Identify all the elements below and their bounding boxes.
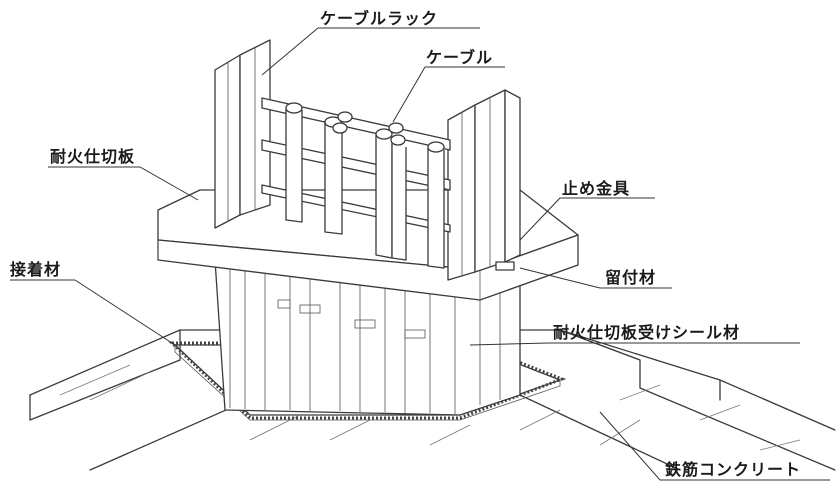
cable-rack-right (447, 89, 521, 281)
lower-rack-body (214, 259, 521, 416)
label-rc-concrete: 鉄筋コンクリート (665, 460, 801, 479)
label-stopper: 止め金具 (562, 179, 630, 198)
label-partition-seal: 耐火仕切板受けシール材 (553, 323, 740, 342)
leader-lines (10, 27, 830, 481)
label-adhesive: 接着材 (10, 260, 61, 279)
cable-rack-left (214, 39, 271, 229)
label-fixing-material: 留付材 (605, 268, 656, 287)
label-cable-rack: ケーブルラック (320, 9, 438, 28)
label-cable: ケーブル (426, 48, 493, 67)
label-fire-partition: 耐火仕切板 (50, 147, 135, 166)
cables (285, 102, 445, 269)
stopper-fitting (495, 261, 515, 271)
